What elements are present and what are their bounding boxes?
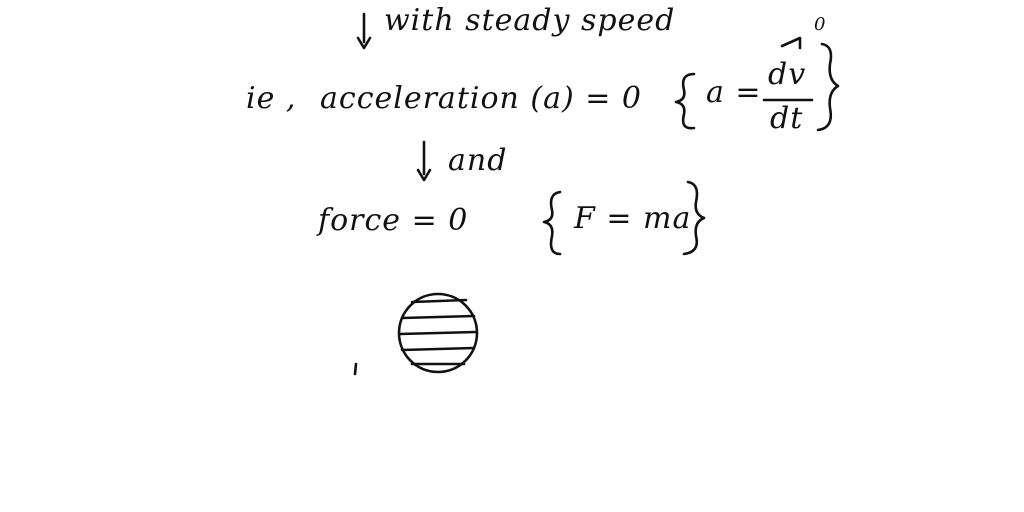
and-text: and: [448, 143, 508, 178]
ie-text: ie ,: [246, 81, 297, 116]
dv-text: dv: [768, 57, 807, 92]
with-steady-speed-text: with steady speed: [384, 3, 676, 38]
down-arrow-icon: [356, 12, 372, 50]
down-arrow-icon: [416, 140, 432, 182]
acceleration-text: acceleration (a) = 0: [320, 81, 642, 116]
right-brace-icon: [816, 42, 840, 132]
ball-hatch: [400, 314, 476, 320]
ball-circle: [397, 292, 479, 374]
force-text: force = 0: [318, 203, 469, 238]
dt-text: dt: [770, 101, 804, 136]
ball-hatch: [398, 330, 478, 336]
stray-mark: [353, 362, 358, 376]
zero-note-text: 0: [814, 14, 827, 35]
ball-hatch: [410, 298, 468, 304]
ball-hatch: [400, 346, 476, 352]
f-equals-ma-text: F = ma: [574, 201, 692, 236]
tick-arrow-icon: [780, 36, 802, 50]
left-brace-icon: [674, 72, 696, 130]
a-equals-text: a =: [706, 75, 762, 110]
left-brace-icon: [542, 190, 562, 256]
